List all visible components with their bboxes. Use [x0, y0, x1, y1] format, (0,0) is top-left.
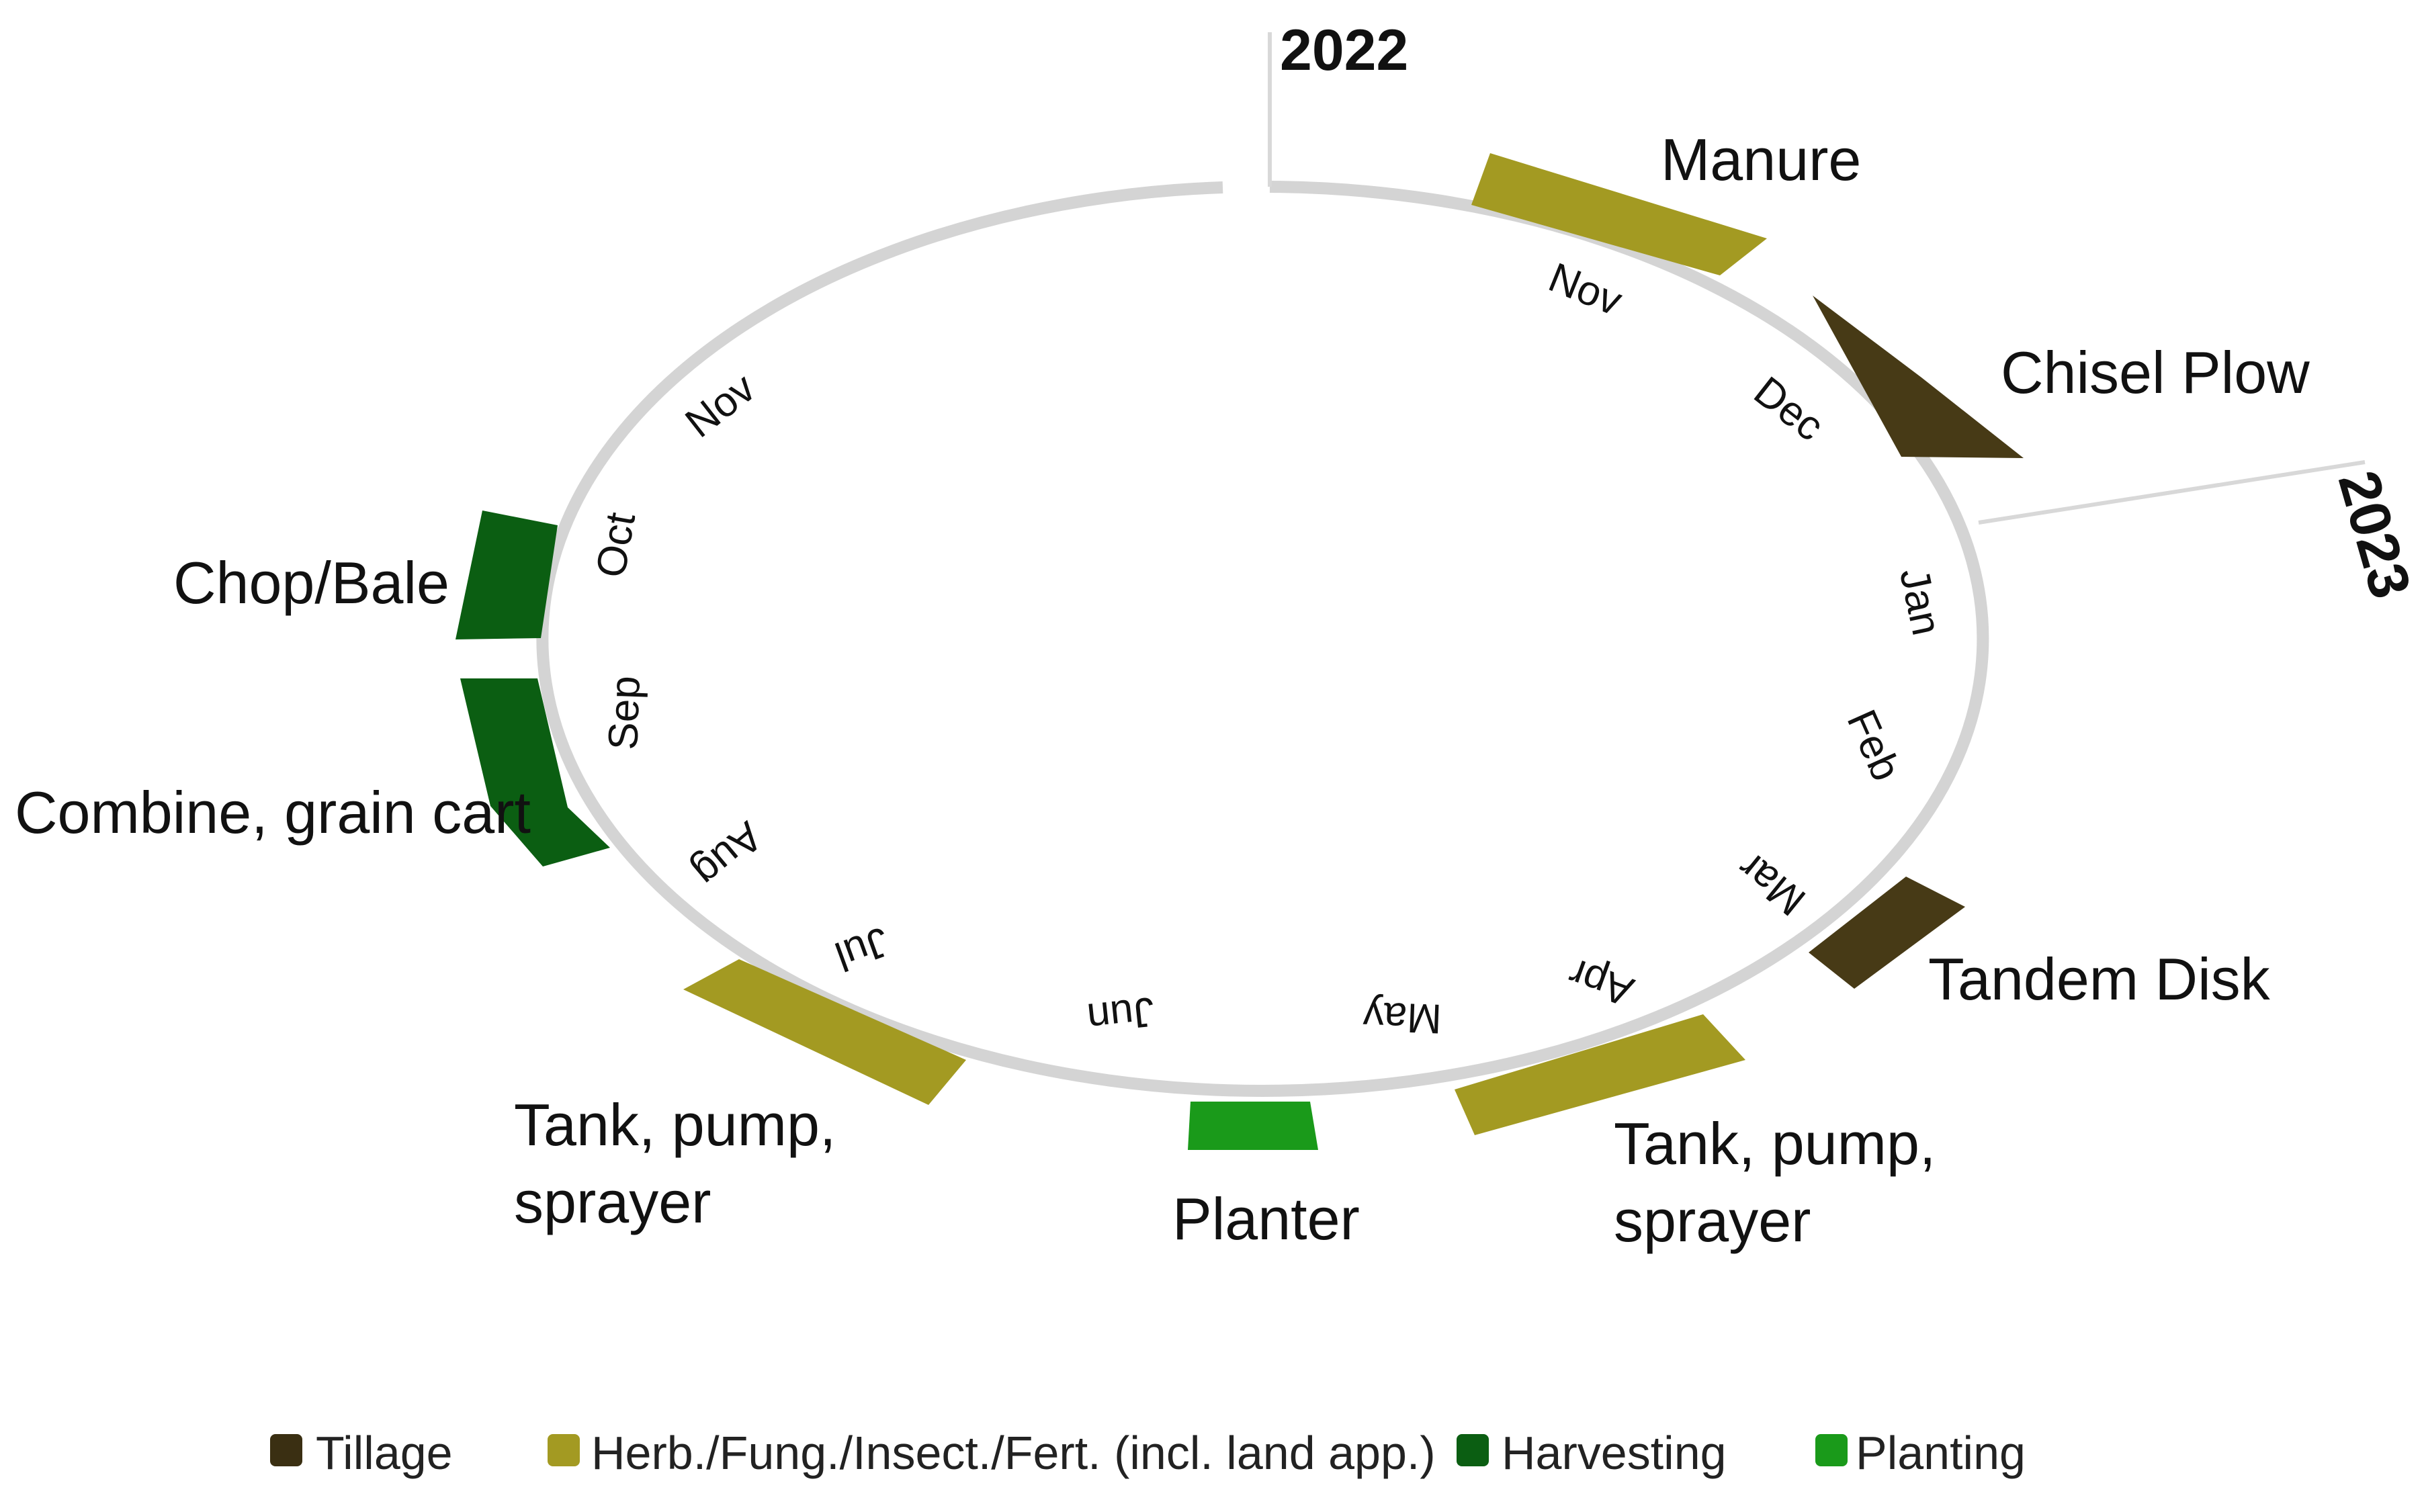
month-label-aug: Aug — [685, 813, 771, 896]
legend-swatch-harvesting — [1457, 1434, 1489, 1466]
month-label-jul: Jul — [829, 918, 895, 979]
op-label-manure-line: Manure — [1661, 126, 1861, 193]
legend-swatch-fert — [548, 1434, 580, 1466]
year-end-label: 2023 — [2326, 464, 2422, 605]
legend-label-planting: Planting — [1856, 1427, 2026, 1479]
op-label-sprayer-spring-line-1: Tank, pump, — [1614, 1110, 1936, 1177]
op-label-tandem-disk: Tandem Disk — [1928, 946, 2271, 1012]
segment-chop-bale — [456, 510, 558, 639]
month-label-may: May — [1363, 993, 1442, 1042]
month-label-apr: Apr — [1563, 949, 1639, 1015]
op-label-sprayer-spring: Tank, pump, sprayer — [1614, 1110, 1952, 1254]
month-label-mar: Mar — [1729, 844, 1814, 925]
op-label-planter-line: Planter — [1172, 1186, 1360, 1252]
op-label-combine-line: Combine, grain cart — [15, 779, 531, 846]
op-label-chop-bale-line: Chop/Bale — [173, 549, 449, 616]
op-label-planter: Planter — [1172, 1186, 1360, 1252]
month-label-nov-2022: Nov — [677, 365, 764, 447]
month-label-jan: Jan — [1891, 564, 1950, 639]
year-end-marker — [1978, 460, 2366, 525]
legend-swatch-planting — [1815, 1434, 1848, 1466]
segment-chisel-plow — [1813, 296, 2024, 458]
segment-manure — [1471, 153, 1767, 275]
op-label-chisel-plow: Chisel Plow — [2001, 339, 2310, 406]
legend: Tillage Herb./Fung./Insect./Fert. (incl.… — [270, 1427, 2026, 1479]
legend-label-harvesting: Harvesting — [1502, 1427, 1727, 1479]
segment-sprayer-summer — [683, 959, 966, 1105]
legend-swatch-tillage — [270, 1434, 302, 1466]
op-label-sprayer-summer-line-1: Tank, pump, — [514, 1092, 836, 1158]
legend-label-fert: Herb./Fung./Insect./Fert. (incl. land ap… — [591, 1427, 1436, 1479]
month-label-jun: Jun — [1085, 988, 1157, 1041]
op-label-chisel-plow-line: Chisel Plow — [2001, 339, 2310, 406]
segment-sprayer-spring — [1455, 1014, 1745, 1135]
op-label-sprayer-spring-line-2: sprayer — [1614, 1188, 1811, 1254]
op-label-sprayer-summer: Tank, pump, sprayer — [514, 1092, 853, 1235]
month-label-oct: Oct — [587, 509, 644, 581]
segment-tandem-disk — [1809, 877, 1965, 989]
month-label-feb: Feb — [1837, 703, 1909, 788]
op-label-tandem-disk-line: Tandem Disk — [1928, 946, 2271, 1012]
month-label-sep: Sep — [600, 675, 649, 751]
segment-planter — [1188, 1102, 1318, 1150]
segment-combine — [460, 678, 610, 866]
op-label-chop-bale: Chop/Bale — [173, 549, 449, 616]
op-label-manure: Manure — [1661, 126, 1861, 193]
op-label-sprayer-summer-line-2: sprayer — [514, 1169, 711, 1235]
calendar-ring — [536, 181, 1989, 1097]
op-label-combine: Combine, grain cart — [15, 779, 531, 846]
month-label-dec: Dec — [1745, 368, 1832, 450]
legend-label-tillage: Tillage — [316, 1427, 453, 1479]
year-start-label: 2022 — [1280, 18, 1408, 83]
month-label-nov-2023: Nov — [1543, 254, 1629, 324]
